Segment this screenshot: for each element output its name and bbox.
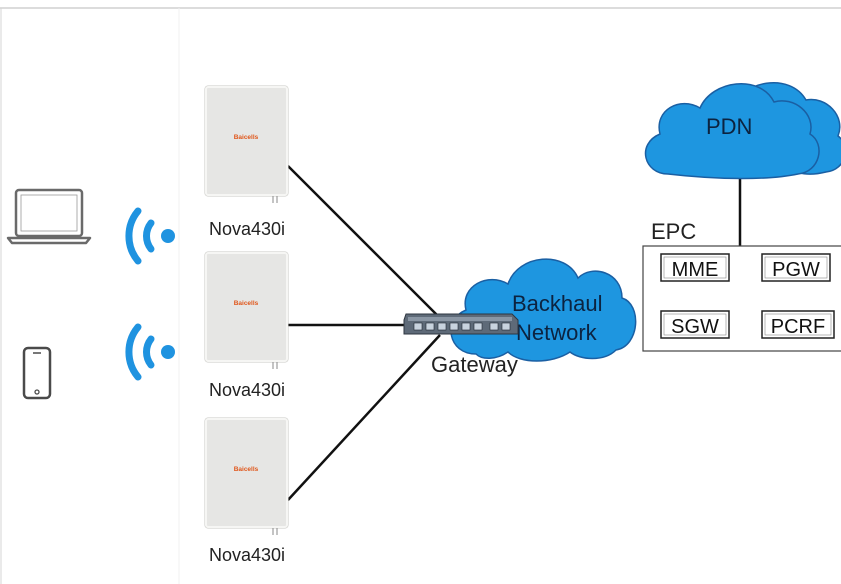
backhaul-label-line1: Backhaul	[512, 291, 603, 316]
link-station1-gateway	[287, 165, 441, 319]
backhaul-network-cloud: Backhaul Network	[450, 258, 637, 362]
base-station-nova430i: Baicells	[204, 251, 289, 369]
wifi-signal-icon	[125, 323, 175, 381]
epc-component-mme: MME	[672, 259, 719, 281]
epc-label: EPC	[651, 219, 696, 244]
base-station-label: Nova430i	[209, 380, 285, 400]
base-station-label: Nova430i	[209, 219, 285, 239]
epc-component-box	[660, 253, 730, 282]
base-station-nova430i: Baicells	[204, 417, 289, 535]
epc-component-box	[761, 253, 831, 282]
base-station-label: Nova430i	[209, 545, 285, 565]
link-station3-gateway	[287, 334, 441, 501]
epc-component-pgw: PGW	[772, 259, 820, 281]
brand-logo: Baicells	[234, 134, 259, 141]
epc-block: EPC MME PGW SGW PCRF	[642, 219, 841, 352]
smartphone-icon	[22, 346, 52, 400]
pdn-cloud: PDN	[644, 82, 841, 180]
epc-component-sgw: SGW	[671, 316, 719, 338]
laptop-icon	[6, 188, 92, 245]
epc-component-box	[660, 310, 730, 339]
brand-logo: Baicells	[234, 300, 259, 307]
base-station-nova430i: Baicells	[204, 85, 289, 203]
switch-icon	[403, 313, 519, 335]
gateway-label: Gateway	[431, 352, 518, 377]
backhaul-label-line2: Network	[516, 320, 598, 345]
brand-logo: Baicells	[234, 466, 259, 473]
wifi-signal-icon	[125, 207, 175, 265]
epc-component-pcrf: PCRF	[771, 316, 825, 338]
pdn-label: PDN	[706, 114, 752, 139]
epc-component-box	[761, 310, 835, 339]
